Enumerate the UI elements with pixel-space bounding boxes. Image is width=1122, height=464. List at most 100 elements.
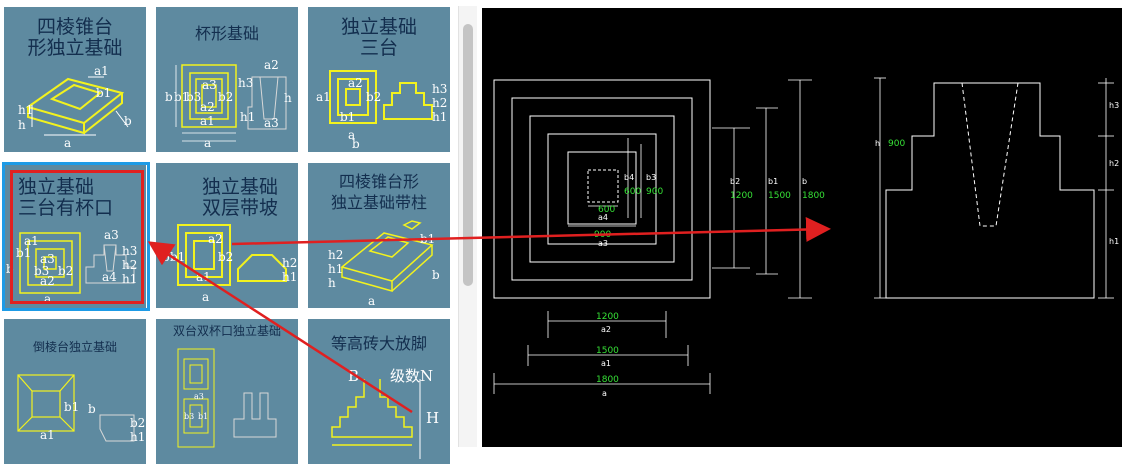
dim-value-b3: 900 bbox=[646, 187, 663, 197]
dim-label: b1 bbox=[174, 90, 189, 104]
dim-label: b bbox=[162, 250, 170, 264]
dim-label: b2 bbox=[218, 250, 233, 264]
dim-label: h1 bbox=[18, 103, 33, 117]
double-cup-footing-drawing: a3 b3 b1 bbox=[177, 348, 277, 448]
brick-footing-drawing: B 级数N H bbox=[331, 367, 439, 459]
dim-label: a3 bbox=[264, 116, 279, 130]
template-thumbnail: 四棱锥台 形独立基础 a1 b1 h1 h a b bbox=[4, 7, 146, 152]
template-item-three-tier-footing[interactable]: 独立基础 三台 a1 a2 h3 h2 h1 a b2 b1 b bbox=[304, 0, 454, 152]
dim-label: a1 bbox=[40, 428, 55, 442]
dim-label: b2 bbox=[366, 90, 381, 104]
dim-label: b1 bbox=[16, 246, 31, 260]
template-title-line: 倒棱台独立基础 bbox=[32, 340, 117, 354]
dim-label: a bbox=[348, 128, 355, 142]
dim-label: b1 bbox=[420, 232, 435, 246]
inverted-frustum-footing-drawing: b1 a1 b b2 h1 bbox=[17, 374, 145, 444]
dim-label: h3 bbox=[122, 244, 137, 258]
template-title-line: 四棱锥台 bbox=[36, 16, 113, 38]
dim-label: a4 bbox=[102, 270, 117, 284]
dim-label: a3 bbox=[202, 78, 217, 92]
template-item-double-cup-footing[interactable]: 双台双杯口独立基础 a3 b3 b1 bbox=[152, 312, 302, 464]
library-scrollbar[interactable] bbox=[458, 6, 477, 447]
dim-label: a2 bbox=[200, 100, 215, 114]
dim-label: h1 bbox=[130, 430, 145, 444]
dim-label: a3 bbox=[104, 228, 119, 242]
template-thumbnail: 独立基础 三台有杯口 a1 b1 a3 b3 b2 a bbox=[4, 163, 146, 308]
template-item-pyramid-footing[interactable]: 四棱锥台 形独立基础 a1 b1 h1 h a b bbox=[0, 0, 150, 152]
dim-value-b4: 600 bbox=[624, 187, 641, 197]
template-thumbnail: 独立基础 三台 a1 a2 h3 h2 h1 a b2 b1 b bbox=[308, 7, 450, 152]
template-thumbnail: 倒棱台独立基础 b1 a1 b b2 h1 bbox=[4, 319, 146, 464]
dim-label: h bbox=[328, 276, 336, 290]
dim-label: a bbox=[204, 136, 211, 150]
section-h-value: 900 bbox=[888, 139, 905, 149]
dim-value-a4: 600 bbox=[598, 205, 615, 215]
dim-label-b1: b1 bbox=[768, 177, 778, 186]
dim-label: b1 bbox=[340, 110, 355, 124]
dim-value-b2: 1200 bbox=[730, 191, 753, 201]
dim-label: a bbox=[202, 290, 209, 304]
template-item-brick-footing[interactable]: 等高砖大放脚 B 级数N H bbox=[304, 312, 454, 464]
dim-label: h3 bbox=[432, 82, 447, 96]
section-h2-label: h2 bbox=[1109, 159, 1119, 168]
dim-label: a1 bbox=[94, 64, 109, 78]
template-title-line: 独立基础 bbox=[340, 16, 417, 38]
template-title-line: 三台 bbox=[359, 37, 398, 59]
dim-label-a3: a3 bbox=[598, 239, 608, 248]
dim-label: h bbox=[284, 91, 292, 105]
template-item-two-layer-sloped-footing[interactable]: 独立基础 双层带坡 a2 b1 b2 a1 a b h2 h1 bbox=[152, 156, 302, 308]
template-item-cup-footing[interactable]: 杯形基础 a2 h3 b3 b2 a3 h b bbox=[152, 0, 302, 152]
template-item-three-tier-cup-footing[interactable]: 独立基础 三台有杯口 a1 b1 a3 b3 b2 a bbox=[0, 156, 150, 308]
dim-label: h bbox=[18, 118, 26, 132]
dim-label: h1 bbox=[122, 272, 137, 286]
dim-value-a2: 1200 bbox=[596, 312, 619, 322]
template-library-panel: 四棱锥台 形独立基础 a1 b1 h1 h a b bbox=[0, 0, 482, 464]
dim-label: a1 bbox=[316, 90, 331, 104]
dim-label: b bbox=[124, 114, 132, 128]
dim-label: a1 bbox=[196, 270, 211, 284]
dim-label: h1 bbox=[328, 262, 343, 276]
dim-label: h1 bbox=[282, 270, 297, 284]
dim-label: b1 bbox=[96, 86, 111, 100]
dim-label-a1: a1 bbox=[601, 359, 611, 368]
template-item-inverted-frustum-footing[interactable]: 倒棱台独立基础 b1 a1 b b2 h1 bbox=[0, 312, 150, 464]
dim-label: a bbox=[44, 292, 51, 306]
template-item-pyramid-footing-with-column[interactable]: 四棱锥台形 独立基础带柱 b1 h2 h1 h b a bbox=[304, 156, 454, 308]
cad-drawing-canvas[interactable]: b4 600 b3 900 b2 1200 b1 1500 b 1800 600… bbox=[482, 8, 1122, 447]
dim-label-b4: b4 bbox=[624, 173, 634, 182]
section-view-outline bbox=[885, 82, 1095, 299]
dim-label: 级数N bbox=[390, 367, 433, 385]
dim-value-a1: 1500 bbox=[596, 346, 619, 356]
pyramid-footing-with-column-drawing: b1 h2 h1 h b a bbox=[328, 220, 440, 308]
template-thumbnail: 双台双杯口独立基础 a3 b3 b1 bbox=[156, 319, 298, 464]
dim-label: b2 bbox=[218, 90, 233, 104]
dim-label: a bbox=[368, 294, 375, 308]
dim-label: H bbox=[426, 409, 439, 427]
dim-label-a4: a4 bbox=[598, 213, 608, 222]
dim-label: a1 bbox=[200, 114, 215, 128]
dim-label: h1 bbox=[432, 110, 447, 124]
dim-label: b1 bbox=[64, 400, 79, 414]
dim-label: a2 bbox=[40, 274, 55, 288]
dim-label-a: a bbox=[602, 389, 607, 398]
template-title-line: 三台有杯口 bbox=[18, 197, 114, 219]
dim-label: b bbox=[165, 90, 173, 104]
dim-label: a bbox=[64, 136, 71, 150]
dim-label-b3: b3 bbox=[646, 173, 656, 182]
template-title-line: 独立基础 bbox=[201, 176, 278, 198]
section-h-label: h bbox=[875, 139, 880, 148]
dim-label: b bbox=[432, 268, 440, 282]
dim-label: b3 bbox=[186, 90, 201, 104]
dim-label-b: b bbox=[802, 177, 807, 186]
scrollbar-thumb[interactable] bbox=[463, 24, 473, 286]
dim-label: h3 bbox=[238, 76, 253, 90]
dim-label-b2: b2 bbox=[730, 177, 740, 186]
dim-label: h2 bbox=[328, 248, 343, 262]
dim-label: a2 bbox=[348, 76, 363, 90]
dim-label: b bbox=[88, 402, 96, 416]
dim-label: h2 bbox=[432, 96, 447, 110]
dim-label: B bbox=[348, 367, 359, 385]
cad-drawing: b4 600 b3 900 b2 1200 b1 1500 b 1800 600… bbox=[493, 77, 1119, 398]
section-h1-label: h1 bbox=[1109, 237, 1119, 246]
dim-label: a3 bbox=[194, 392, 204, 401]
